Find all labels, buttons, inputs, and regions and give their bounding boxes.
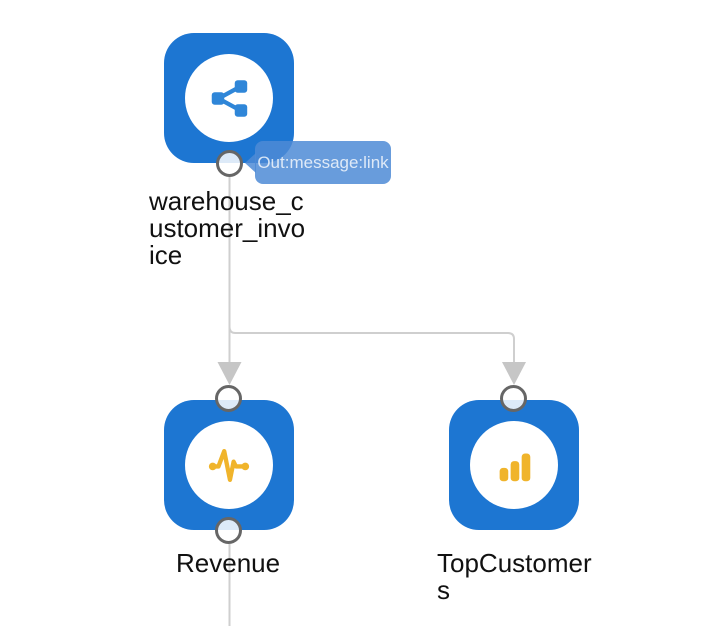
bar-chart-icon	[499, 453, 531, 482]
node-label-topcustomers: TopCustomers	[437, 548, 592, 605]
node-icon-circle	[185, 421, 273, 509]
node-warehouse-customer-invoice[interactable]	[164, 33, 294, 163]
node-label-warehouse: warehouse_customer_invoice	[149, 186, 306, 270]
port-warehouse-output[interactable]	[216, 150, 243, 177]
node-revenue[interactable]	[164, 400, 294, 530]
wire-warehouse-to-topcustomers	[228, 326, 515, 362]
port-topcustomers-input[interactable]	[500, 385, 527, 412]
port-tooltip: Out:message:link	[245, 141, 391, 184]
node-icon-circle	[185, 54, 273, 142]
port-revenue-input[interactable]	[215, 385, 242, 412]
node-label-revenue: Revenue	[176, 548, 281, 578]
wire-arrowhead-icon	[217, 362, 242, 385]
port-revenue-output[interactable]	[215, 517, 242, 544]
node-topcustomers[interactable]	[449, 400, 579, 530]
tooltip-text: Out:message:link	[257, 152, 389, 172]
pulse-icon	[208, 448, 250, 483]
share-icon	[211, 80, 248, 117]
node-icon-circle	[470, 421, 558, 509]
wire-arrowhead-icon	[502, 362, 526, 385]
